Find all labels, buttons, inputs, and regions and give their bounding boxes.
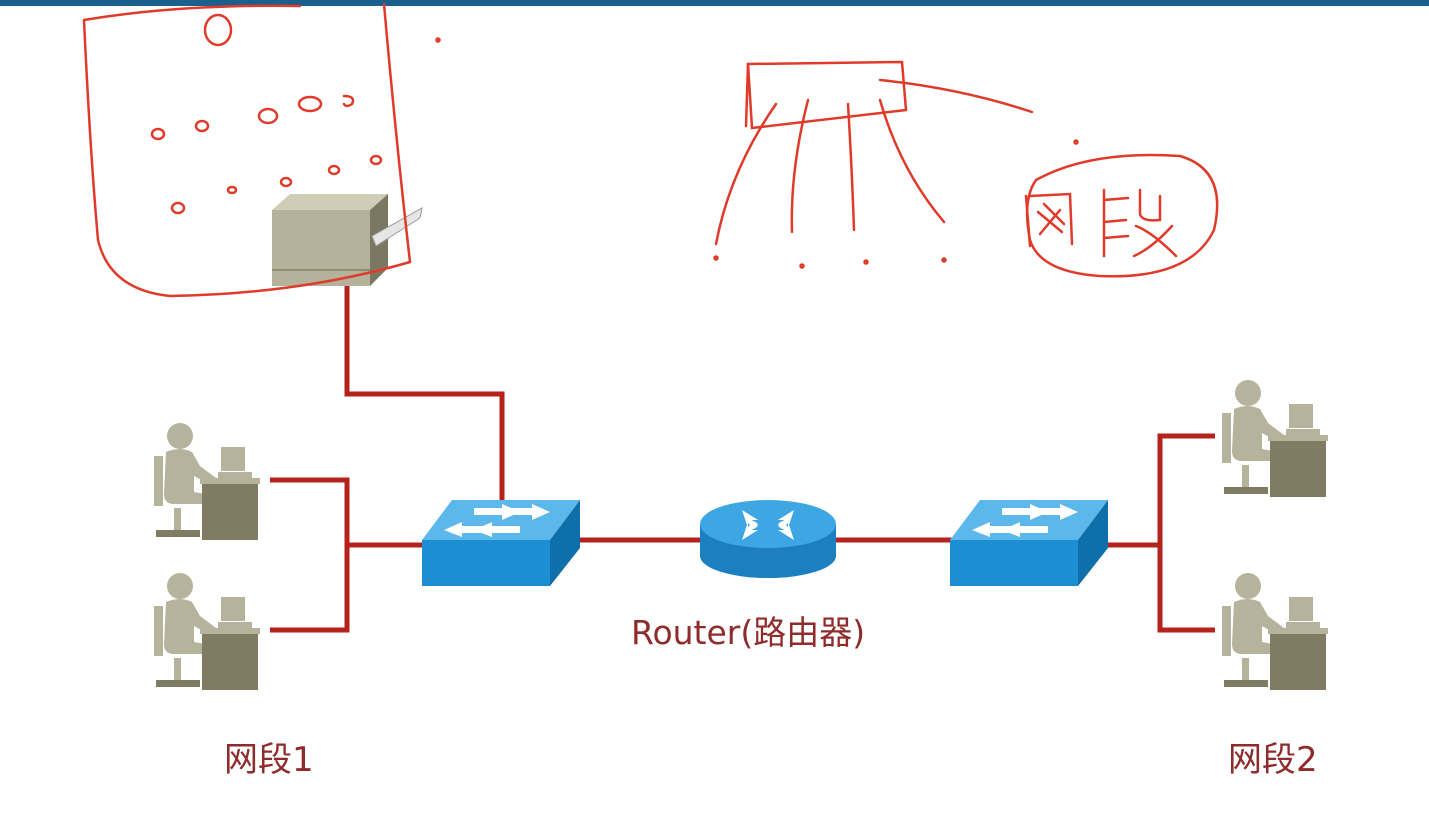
segment-1-label: 网段1: [224, 740, 314, 780]
workstation-icon: [153, 422, 261, 541]
workstation-icon: [1221, 379, 1329, 498]
handwritten-annotations: [82, 2, 1219, 298]
workstation-icon: [1221, 572, 1329, 691]
workstation-icon: [153, 572, 261, 691]
printer-icon: [272, 194, 423, 286]
cables: [270, 284, 1215, 633]
switch-icon: [950, 500, 1108, 586]
router-label: Router(路由器): [631, 613, 866, 652]
router-icon: [700, 500, 836, 578]
segment-2-label: 网段2: [1228, 740, 1318, 780]
top-accent-bar: [0, 0, 1429, 6]
switch-icon: [422, 500, 580, 586]
